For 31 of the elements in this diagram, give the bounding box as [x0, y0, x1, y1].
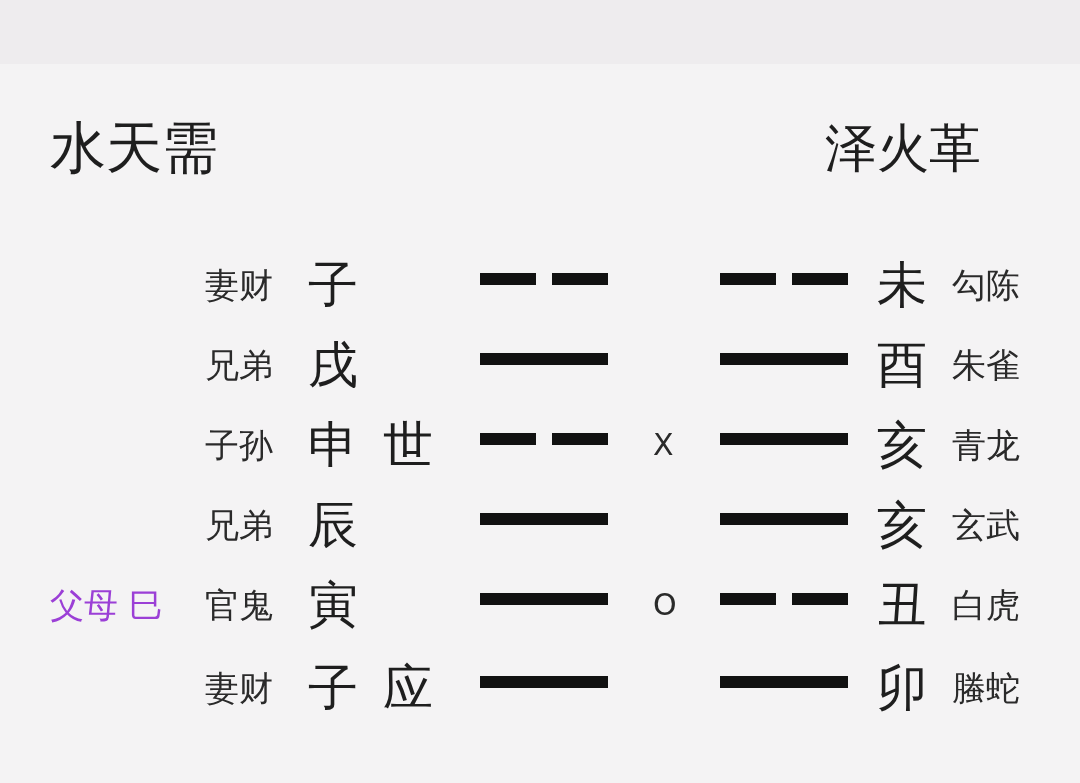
- relation-label: 兄弟: [205, 508, 273, 542]
- position-mark: 世: [383, 420, 433, 470]
- branch-character: 戌: [308, 340, 358, 390]
- relation-label: 妻财: [205, 671, 273, 705]
- branch-character: 辰: [308, 500, 358, 550]
- branch-character: 申: [308, 420, 358, 470]
- spirit-label: 白虎: [952, 588, 1020, 622]
- spirit-label: 玄武: [952, 508, 1020, 542]
- hexagram-name: 泽火革: [825, 122, 981, 174]
- moving-line-mark: X: [653, 430, 674, 460]
- branch-character: 亥: [877, 420, 927, 470]
- spirit-label: 螣蛇: [952, 671, 1020, 705]
- branch-character: 卯: [877, 663, 927, 713]
- branch-character: 酉: [877, 340, 927, 390]
- branch-character: 寅: [308, 580, 358, 630]
- branch-character: 未: [877, 260, 927, 310]
- branch-character: 子: [308, 663, 358, 713]
- hidden-relation-label: 父母 巳: [50, 588, 163, 622]
- relation-label: 妻财: [205, 268, 273, 302]
- spirit-label: 朱雀: [952, 348, 1020, 382]
- relation-label: 子孙: [205, 428, 273, 462]
- moving-line-mark: O: [653, 590, 677, 620]
- branch-character: 亥: [877, 500, 927, 550]
- position-mark: 应: [383, 663, 433, 713]
- branch-character: 丑: [877, 580, 927, 630]
- spirit-label: 勾陈: [952, 268, 1020, 302]
- relation-label: 官鬼: [205, 588, 273, 622]
- hexagram-name: 水天需: [50, 120, 218, 176]
- relation-label: 兄弟: [205, 348, 273, 382]
- branch-character: 子: [308, 260, 358, 310]
- spirit-label: 青龙: [952, 428, 1020, 462]
